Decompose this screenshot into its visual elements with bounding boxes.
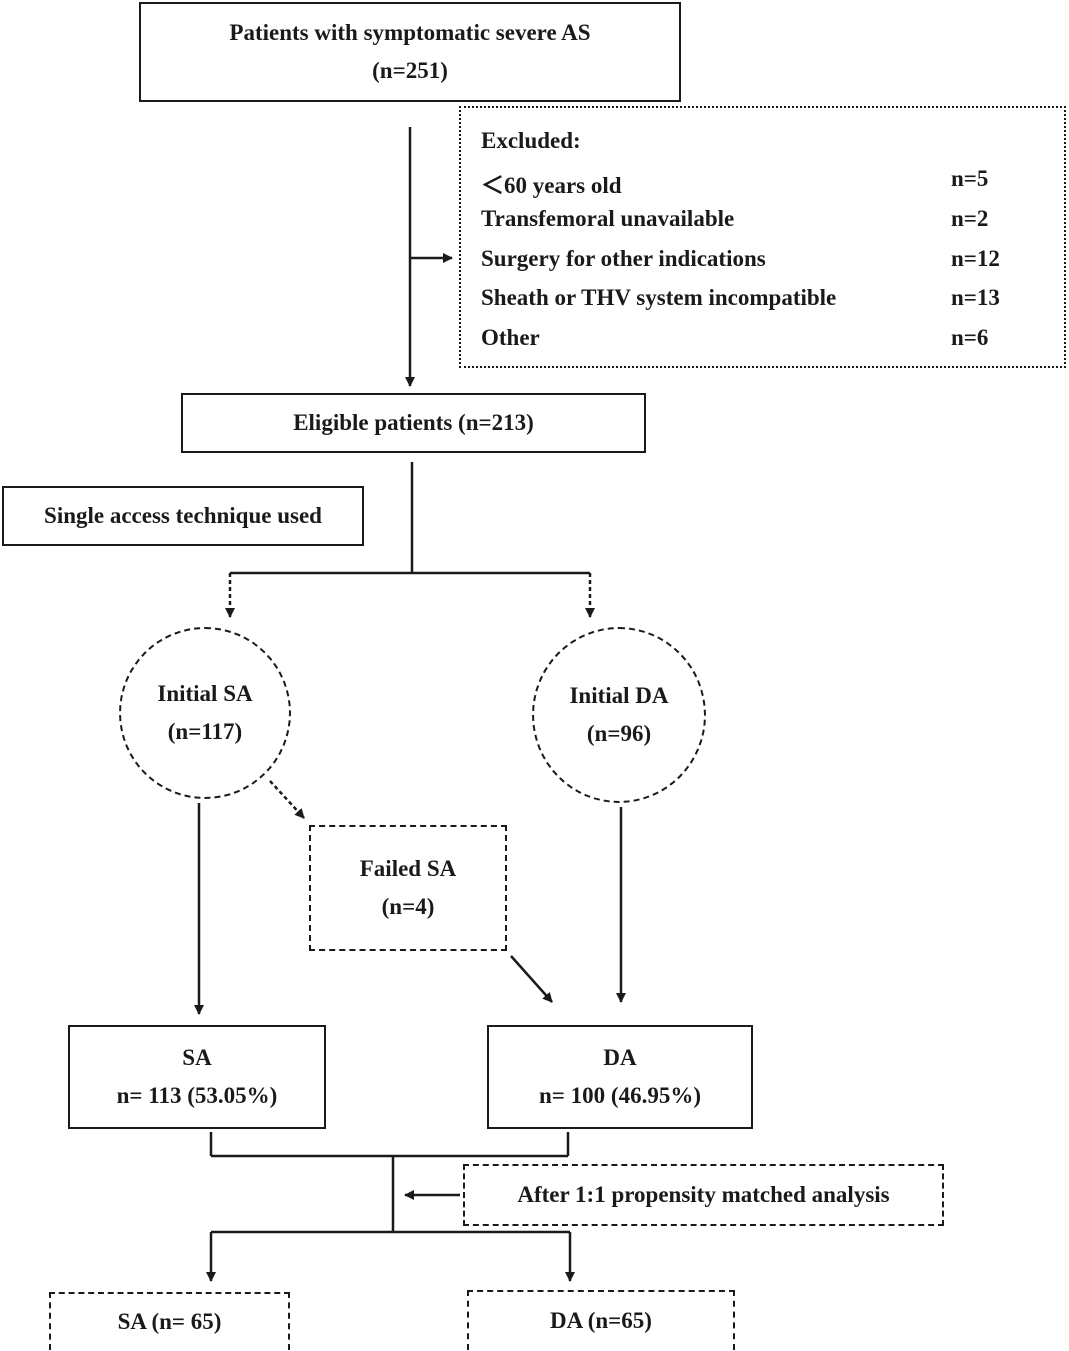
- da-box: DA n= 100 (46.95%): [487, 1025, 753, 1129]
- matched-da-label: DA (n=65): [550, 1308, 652, 1333]
- matched-sa-box: SA (n= 65): [49, 1292, 290, 1350]
- excluded-count: n=2: [951, 206, 989, 231]
- technique-label: Single access technique used: [44, 503, 322, 528]
- excluded-label: Transfemoral unavailable: [481, 206, 735, 231]
- initial-sa-title: Initial SA: [157, 681, 253, 706]
- excluded-title: Excluded:: [481, 128, 581, 153]
- excluded-count: n=6: [951, 325, 989, 350]
- initial-da-count: (n=96): [586, 721, 652, 746]
- failed-sa-title: Failed SA: [359, 856, 457, 881]
- sa-title: SA: [182, 1045, 212, 1070]
- excluded-count: n=5: [951, 166, 989, 191]
- excluded-box: Excluded: ＜60 years old n=5 Transfemoral…: [459, 106, 1066, 368]
- excluded-row: Sheath or THV system incompatible n=13: [481, 285, 1041, 315]
- top-box-title: Patients with symptomatic severe AS: [229, 20, 591, 45]
- da-title: DA: [603, 1045, 637, 1070]
- sa-count: n= 113 (53.05%): [116, 1083, 278, 1108]
- arrow-initial-sa-to-failed: [269, 780, 305, 819]
- excluded-row: Other n=6: [481, 325, 1041, 355]
- initial-sa-circle: Initial SA (n=117): [119, 627, 291, 799]
- top-box: Patients with symptomatic severe AS (n=2…: [139, 2, 681, 102]
- excluded-label: Surgery for other indications: [481, 246, 766, 271]
- initial-sa-count: (n=117): [167, 719, 243, 744]
- matched-da-box: DA (n=65): [467, 1290, 735, 1350]
- excluded-label: Sheath or THV system incompatible: [481, 285, 837, 310]
- excluded-count: n=13: [951, 285, 1000, 310]
- eligible-box: Eligible patients (n=213): [181, 393, 646, 453]
- initial-da-circle: Initial DA (n=96): [532, 627, 706, 803]
- top-box-count: (n=251): [372, 58, 448, 83]
- excluded-label: Other: [481, 325, 540, 350]
- excluded-row: Surgery for other indications n=12: [481, 246, 1041, 276]
- initial-da-title: Initial DA: [569, 683, 669, 708]
- failed-sa-box: Failed SA (n=4): [309, 825, 507, 951]
- propensity-label: After 1:1 propensity matched analysis: [517, 1182, 890, 1207]
- excluded-count: n=12: [951, 246, 1000, 271]
- excluded-row: Transfemoral unavailable n=2: [481, 206, 1041, 236]
- technique-box: Single access technique used: [2, 486, 364, 546]
- propensity-box: After 1:1 propensity matched analysis: [463, 1164, 944, 1226]
- da-count: n= 100 (46.95%): [539, 1083, 701, 1108]
- excluded-row: ＜60 years old n=5: [481, 166, 1041, 198]
- arrow-failed-to-da: [510, 955, 553, 1003]
- sa-box: SA n= 113 (53.05%): [68, 1025, 326, 1129]
- eligible-label: Eligible patients (n=213): [293, 410, 534, 435]
- excluded-label: ＜60 years old: [481, 173, 622, 198]
- matched-sa-label: SA (n= 65): [117, 1309, 222, 1334]
- failed-sa-count: (n=4): [381, 894, 435, 919]
